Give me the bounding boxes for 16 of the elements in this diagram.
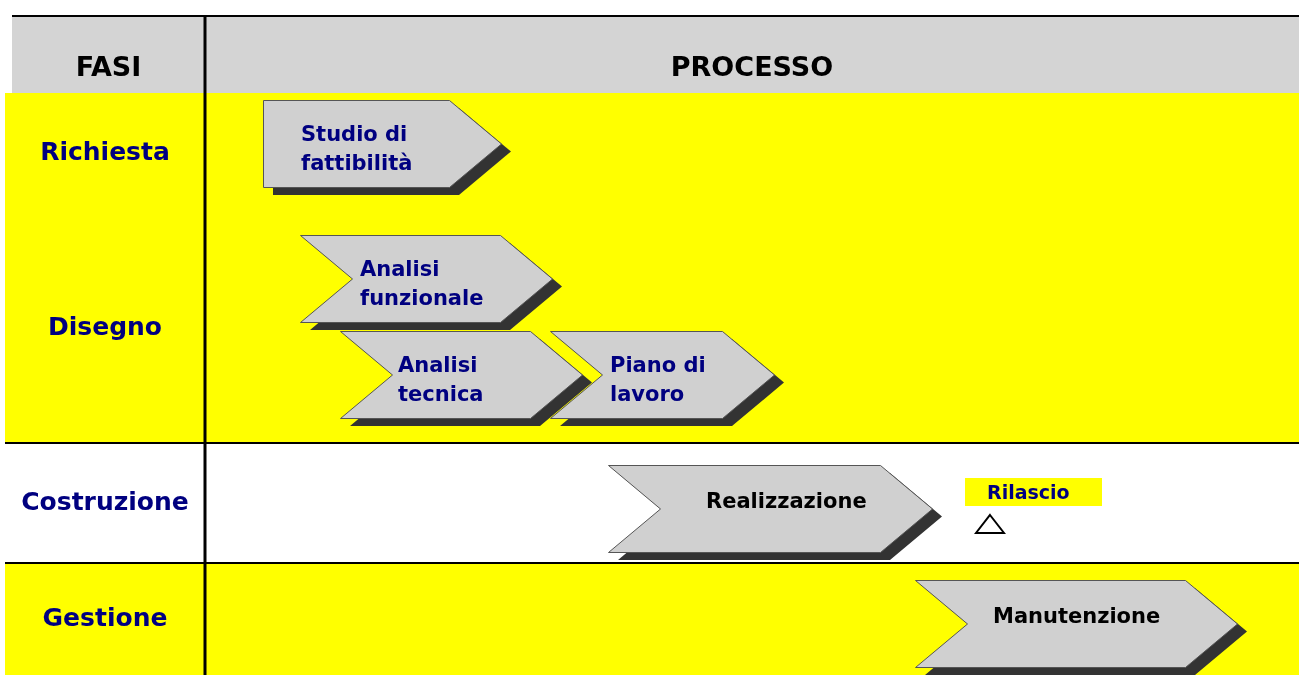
step-label: Manutenzione [993,603,1162,630]
step-label: Analisi funzionale [360,256,485,312]
column-header: FASI [74,51,143,82]
phase-label: Richiesta [39,136,171,166]
step-label: Piano di lavoro [610,352,707,408]
lane-band [5,93,1299,212]
step-label: Analisi tecnica [398,352,485,408]
lane-band [5,212,1299,443]
phase-label: Costruzione [20,487,190,516]
step-label: Realizzazione [706,488,868,515]
column-header: PROCESSO [669,51,835,82]
milestone-tag: Rilascio [965,478,1102,506]
phase-label: Gestione [41,603,169,632]
lane-band [5,563,1299,675]
phase-label: Disegno [47,311,163,341]
step-label: Studio di fattibilità [301,121,414,177]
